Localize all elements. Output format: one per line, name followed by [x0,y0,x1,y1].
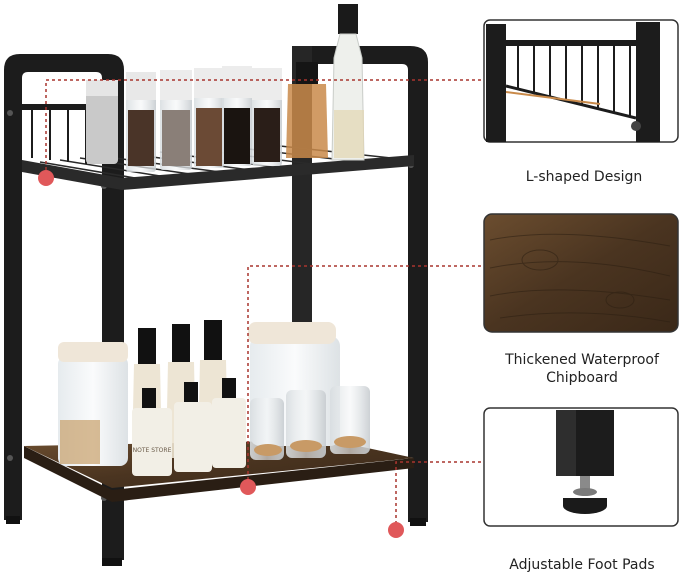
detail-panel-chipboard [483,213,679,333]
callout-dot-chipboard [240,479,256,495]
wire-basket-detail-icon [486,22,660,142]
wood-grain-texture-icon [489,233,671,323]
bottom-shelf-items: NOTE STORE [58,320,370,476]
detail-panel-l-shaped [483,19,679,143]
caption-foot-pads: Adjustable Foot Pads [509,557,655,573]
caption-chipboard: Thickened Waterproof Chipboard [505,352,659,386]
caption-l-shaped-design: L-shaped Design [525,169,643,185]
bottle-label-text: NOTE STORE [133,447,172,454]
callout-lines [45,79,484,530]
adjustable-foot-icon [556,410,614,514]
callout-dot-l-shaped [38,170,54,186]
callout-dot-foot-pads [388,522,404,538]
detail-panel-foot-pads [483,407,679,527]
spice-jars [86,4,365,172]
